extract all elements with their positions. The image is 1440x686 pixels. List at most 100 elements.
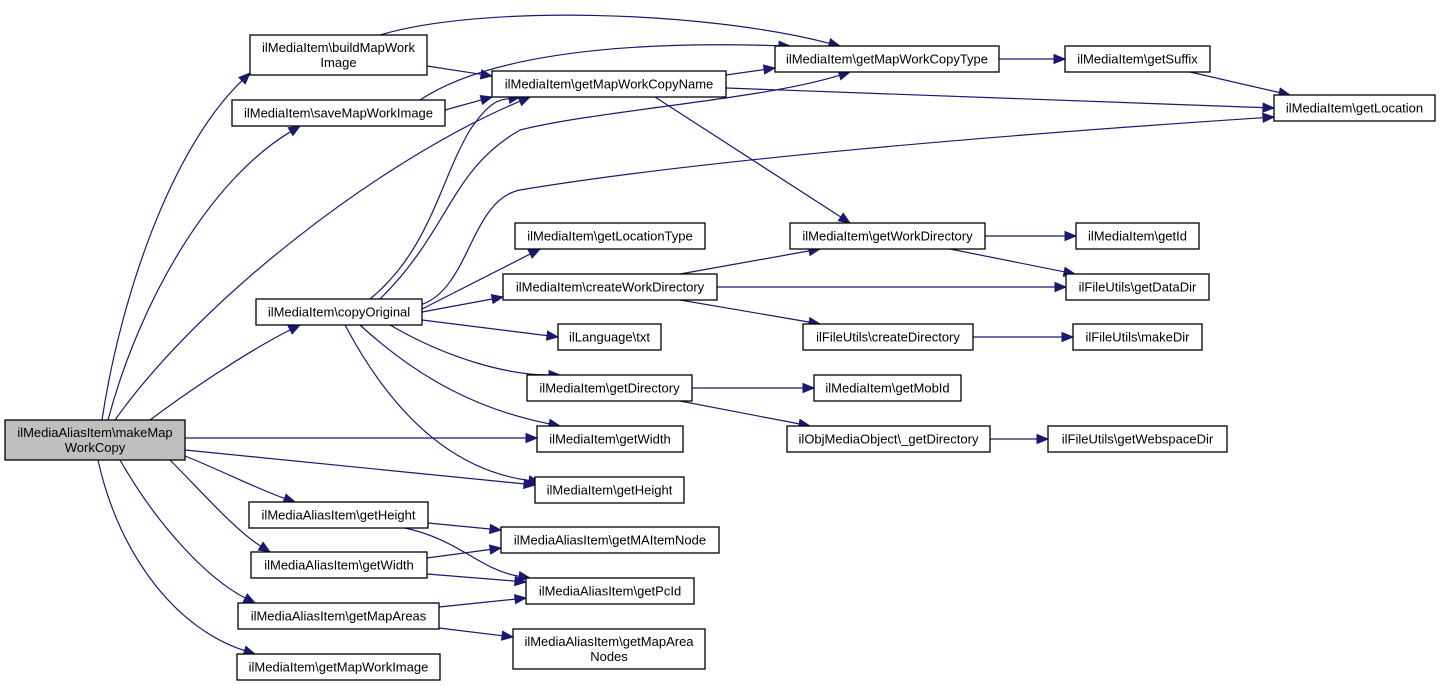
edge-getSuffix-to-getLocation bbox=[1189, 71, 1292, 98]
node-getLocation[interactable]: ilMediaItem\getLocation bbox=[1273, 94, 1436, 122]
edge-root-to-maGetWidth bbox=[169, 459, 272, 553]
edge-copyOriginal-to-txt bbox=[421, 319, 560, 341]
edge-getWorkDirectory-to-getDataDir bbox=[949, 248, 1077, 277]
edge-line bbox=[149, 329, 291, 421]
node-box bbox=[1065, 273, 1210, 301]
node-getWorkDirectory[interactable]: ilMediaItem\getWorkDirectory bbox=[789, 222, 986, 250]
node-getMapWorkImage[interactable]: ilMediaItem\getMapWorkImage bbox=[236, 653, 441, 681]
node-label: ilMediaItem\getMapWorkImage bbox=[249, 660, 429, 675]
node-getMapWorkCopyName[interactable]: ilMediaItem\getMapWorkCopyName bbox=[491, 70, 727, 98]
node-copyOriginal[interactable]: ilMediaItem\copyOriginal bbox=[255, 298, 423, 326]
node-box bbox=[500, 526, 720, 554]
node-label: ilMediaItem\getHeight bbox=[547, 483, 673, 498]
node-miGetWidth[interactable]: ilMediaItem\getWidth bbox=[536, 425, 684, 453]
node-box bbox=[502, 273, 718, 301]
arrowhead-icon bbox=[1064, 230, 1078, 242]
node-getMapWorkCopyType[interactable]: ilMediaItem\getMapWorkCopyType bbox=[774, 45, 1000, 73]
arrowhead-icon bbox=[762, 64, 777, 75]
node-label: ilMediaItem\getMapWorkCopyType bbox=[786, 52, 988, 67]
node-label: ilMediaItem\createWorkDirectory bbox=[516, 280, 705, 295]
edge-root-to-miGetWidth bbox=[185, 432, 539, 444]
node-getWebspaceDir[interactable]: ilFileUtils\getWebspaceDir bbox=[1047, 425, 1228, 453]
node-label: ilMediaAliasItem\getHeight bbox=[262, 508, 416, 523]
node-box bbox=[237, 602, 440, 630]
node-getSuffix[interactable]: ilMediaItem\getSuffix bbox=[1064, 45, 1211, 73]
node-label: ilObjMediaObject\_getDirectory bbox=[799, 432, 979, 447]
edge-line bbox=[97, 459, 245, 652]
node-label: ilMediaItem\getDirectory bbox=[539, 381, 680, 396]
edge-line bbox=[679, 299, 810, 323]
node-label: ilFileUtils\getWebspaceDir bbox=[1062, 432, 1214, 447]
node-box bbox=[1273, 94, 1436, 122]
node-label: Image bbox=[320, 55, 356, 70]
edge-line bbox=[421, 319, 548, 337]
node-getMobId[interactable]: ilMediaItem\getMobId bbox=[813, 374, 962, 402]
edge-getMapWorkCopyType-to-getSuffix bbox=[999, 53, 1067, 65]
edge-getMapWorkCopyName-to-getLocation bbox=[725, 87, 1276, 113]
edge-line bbox=[725, 87, 1264, 109]
node-label: ilMediaItem\getMapWorkCopyName bbox=[505, 77, 714, 92]
edge-line bbox=[438, 598, 516, 608]
edge-copyOriginal-to-getLocationType bbox=[421, 248, 542, 310]
node-box bbox=[255, 298, 423, 326]
node-label: ilMediaItem\copyOriginal bbox=[268, 305, 410, 320]
arrowhead-icon bbox=[527, 248, 542, 259]
node-saveMapWorkImage[interactable]: ilMediaItem\saveMapWorkImage bbox=[231, 99, 446, 127]
edge-getDirectory-to-getMobId bbox=[692, 382, 816, 394]
node-getPcId[interactable]: ilMediaAliasItem\getPcId bbox=[525, 577, 695, 605]
node-getDirectory[interactable]: ilMediaItem\getDirectory bbox=[526, 374, 693, 402]
edge-line bbox=[426, 573, 516, 582]
node-label: ilMediaItem\buildMapWork bbox=[262, 40, 415, 55]
edge-line bbox=[679, 250, 810, 275]
node-label: ilMediaItem\getMobId bbox=[825, 381, 949, 396]
node-getLocationType[interactable]: ilMediaItem\getLocationType bbox=[514, 222, 706, 250]
node-label: ilMediaItem\getId bbox=[1088, 229, 1187, 244]
edge-getMapWorkCopyName-to-getMapWorkCopyType bbox=[725, 64, 777, 76]
node-getMAItemNode[interactable]: ilMediaAliasItem\getMAItemNode bbox=[500, 526, 720, 554]
edge-copyOriginal-to-getMapWorkCopyType bbox=[379, 70, 852, 300]
edge-line bbox=[379, 14, 830, 44]
arrowhead-icon bbox=[1036, 433, 1050, 445]
node-label: ilMediaAliasItem\getMapAreas bbox=[251, 609, 427, 624]
node-createDirectory[interactable]: ilFileUtils\createDirectory bbox=[802, 323, 974, 351]
node-objGetDirectory[interactable]: ilObjMediaObject\_getDirectory bbox=[786, 425, 991, 453]
edge-line bbox=[404, 527, 520, 577]
edge-root-to-copyOriginal bbox=[149, 324, 302, 421]
node-maGetWidth[interactable]: ilMediaAliasItem\getWidth bbox=[250, 551, 428, 579]
edge-line bbox=[426, 65, 482, 75]
edge-line bbox=[344, 324, 530, 482]
edge-getDirectory-to-objGetDirectory bbox=[679, 400, 812, 429]
edge-line bbox=[101, 80, 243, 421]
edge-line bbox=[107, 131, 291, 421]
node-getDataDir[interactable]: ilFileUtils\getDataDir bbox=[1065, 273, 1210, 301]
arrowhead-icon bbox=[490, 293, 505, 305]
node-box bbox=[557, 323, 662, 351]
edge-maGetHeight-to-getPcId bbox=[404, 527, 532, 582]
edge-line bbox=[119, 459, 246, 599]
node-box bbox=[1064, 45, 1211, 73]
node-getMapAreas[interactable]: ilMediaAliasItem\getMapAreas bbox=[237, 602, 440, 630]
edge-root-to-buildMapWorkImage bbox=[101, 72, 251, 421]
node-box bbox=[231, 99, 446, 127]
node-miGetHeight[interactable]: ilMediaItem\getHeight bbox=[534, 476, 685, 504]
arrowhead-icon bbox=[479, 95, 494, 106]
node-maGetHeight[interactable]: ilMediaAliasItem\getHeight bbox=[248, 501, 429, 529]
node-box bbox=[1047, 425, 1228, 453]
edge-copyOriginal-to-getDirectory bbox=[389, 324, 562, 381]
node-makeDir[interactable]: ilFileUtils\makeDir bbox=[1072, 323, 1203, 351]
edge-line bbox=[389, 324, 550, 376]
edge-getMapAreas-to-getMapAreaNodes bbox=[438, 627, 515, 641]
node-box bbox=[802, 323, 974, 351]
arrowhead-icon bbox=[1262, 102, 1276, 113]
arrowhead-icon bbox=[238, 72, 251, 85]
node-txt[interactable]: ilLanguage\txt bbox=[557, 323, 662, 351]
node-getId[interactable]: ilMediaItem\getId bbox=[1075, 222, 1200, 250]
edge-line bbox=[419, 44, 780, 101]
node-createWorkDirectory[interactable]: ilMediaItem\createWorkDirectory bbox=[502, 273, 718, 301]
arrowhead-icon bbox=[802, 382, 816, 394]
node-box bbox=[536, 425, 684, 453]
